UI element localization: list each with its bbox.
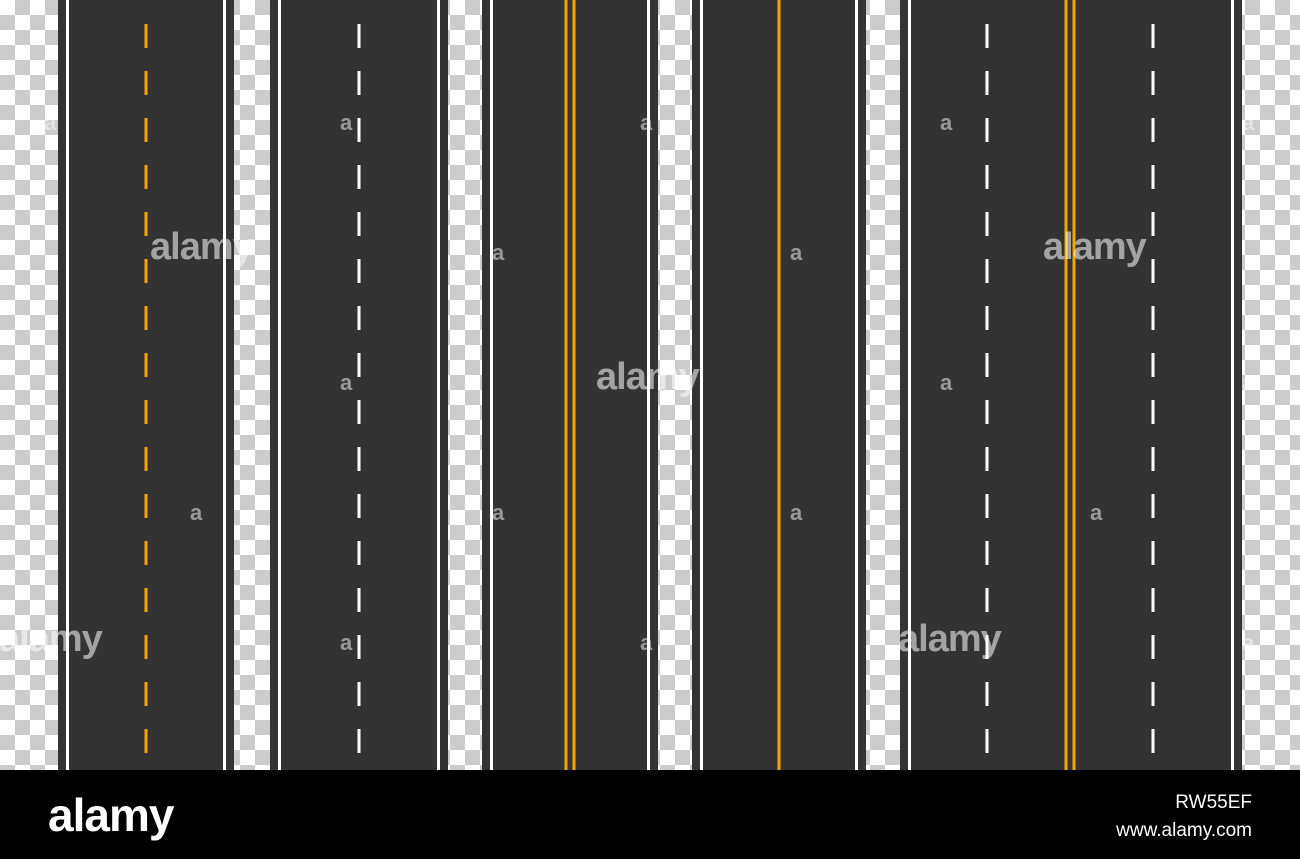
site-url: www.alamy.com (1116, 820, 1252, 841)
road-5-lane-dash-left (985, 635, 989, 659)
road-2-center-dash (357, 118, 361, 142)
road-5-lane-dash-left (985, 306, 989, 330)
road-1-center-dash (144, 71, 148, 95)
road-3-asphalt (482, 0, 658, 770)
road-5-lane-dash-right (1151, 118, 1155, 142)
road-4-edge-line-left (700, 0, 703, 770)
road-5-lane-dash-left (985, 24, 989, 48)
road-5-lane-dash-right (1151, 259, 1155, 283)
road-2-center-dash (357, 447, 361, 471)
road-5-lane-dash-right (1151, 541, 1155, 565)
road-5-lane-dash-right (1151, 165, 1155, 189)
road-5-center-line-a (1064, 0, 1068, 770)
road-2-center-dash (357, 541, 361, 565)
road-5-lane-dash-left (985, 400, 989, 424)
road-1-center-dash (144, 118, 148, 142)
road-5-lane-dash-left (985, 729, 989, 753)
road-4-center-line (777, 0, 781, 770)
road-2-center-dash (357, 259, 361, 283)
road-2-center-dash (357, 729, 361, 753)
road-2-center-dash (357, 353, 361, 377)
road-5-lane-dash-left (985, 212, 989, 236)
road-markings-illustration: alamy alamy alamy alamy alamy a a a a a … (0, 0, 1300, 770)
road-2-center-dash (357, 306, 361, 330)
road-5-lane-dash-right (1151, 447, 1155, 471)
road-1-center-dash (144, 165, 148, 189)
footer-bar: alamy RW55EF www.alamy.com (0, 770, 1300, 859)
road-5-lane-dash-left (985, 541, 989, 565)
road-5-lane-dash-left (985, 494, 989, 518)
road-5-lane-dash-left (985, 118, 989, 142)
road-1-center-dash (144, 212, 148, 236)
road-5-lane-dash-right (1151, 682, 1155, 706)
road-2-center-dash (357, 400, 361, 424)
road-1-center-dash (144, 306, 148, 330)
road-1-edge-line-left (66, 0, 69, 770)
road-2-center-dash (357, 588, 361, 612)
road-5-lane-dash-right (1151, 306, 1155, 330)
road-5-lane-dash-right (1151, 212, 1155, 236)
road-5-lane-dash-right (1151, 494, 1155, 518)
road-2-center-dash (357, 682, 361, 706)
road-1-center-dash (144, 494, 148, 518)
road-1-edge-line-right (223, 0, 226, 770)
road-5-lane-dash-right (1151, 729, 1155, 753)
road-3-edge-line-left (490, 0, 493, 770)
road-5-lane-dash-right (1151, 24, 1155, 48)
road-2-center-dash (357, 165, 361, 189)
road-1-center-dash (144, 729, 148, 753)
road-5-lane-dash-right (1151, 635, 1155, 659)
road-5-center-line-b (1072, 0, 1076, 770)
road-5-lane-dash-left (985, 682, 989, 706)
road-1-center-dash (144, 447, 148, 471)
road-1-center-dash (144, 24, 148, 48)
road-2-center-dash (357, 635, 361, 659)
road-1-center-dash (144, 541, 148, 565)
road-5-lane-dash-left (985, 259, 989, 283)
image-id: RW55EF (1175, 792, 1252, 813)
road-2-edge-line-right (437, 0, 440, 770)
road-3-center-line-b (572, 0, 576, 770)
road-5-lane-dash-right (1151, 71, 1155, 95)
road-5-lane-dash-left (985, 588, 989, 612)
road-5-lane-dash-right (1151, 353, 1155, 377)
road-5-edge-line-left (908, 0, 911, 770)
road-1-center-dash (144, 682, 148, 706)
road-3-edge-line-right (647, 0, 650, 770)
road-5-lane-dash-left (985, 447, 989, 471)
road-1-center-dash (144, 400, 148, 424)
road-5-lane-dash-right (1151, 588, 1155, 612)
road-2-edge-line-left (278, 0, 281, 770)
road-1-center-dash (144, 353, 148, 377)
road-1-center-dash (144, 588, 148, 612)
road-2-center-dash (357, 494, 361, 518)
road-3-center-line-a (564, 0, 568, 770)
road-1-center-dash (144, 259, 148, 283)
road-1-center-dash (144, 635, 148, 659)
road-2-center-dash (357, 24, 361, 48)
road-5-lane-dash-right (1151, 400, 1155, 424)
road-2-center-dash (357, 71, 361, 95)
footer-logo: alamy (48, 789, 174, 841)
road-5-lane-dash-left (985, 353, 989, 377)
roads-svg (58, 0, 1242, 770)
road-4-edge-line-right (855, 0, 858, 770)
road-2-center-dash (357, 212, 361, 236)
road-5-lane-dash-left (985, 71, 989, 95)
road-5-lane-dash-left (985, 165, 989, 189)
road-5-edge-line-right (1231, 0, 1234, 770)
road-5-asphalt (900, 0, 1242, 770)
